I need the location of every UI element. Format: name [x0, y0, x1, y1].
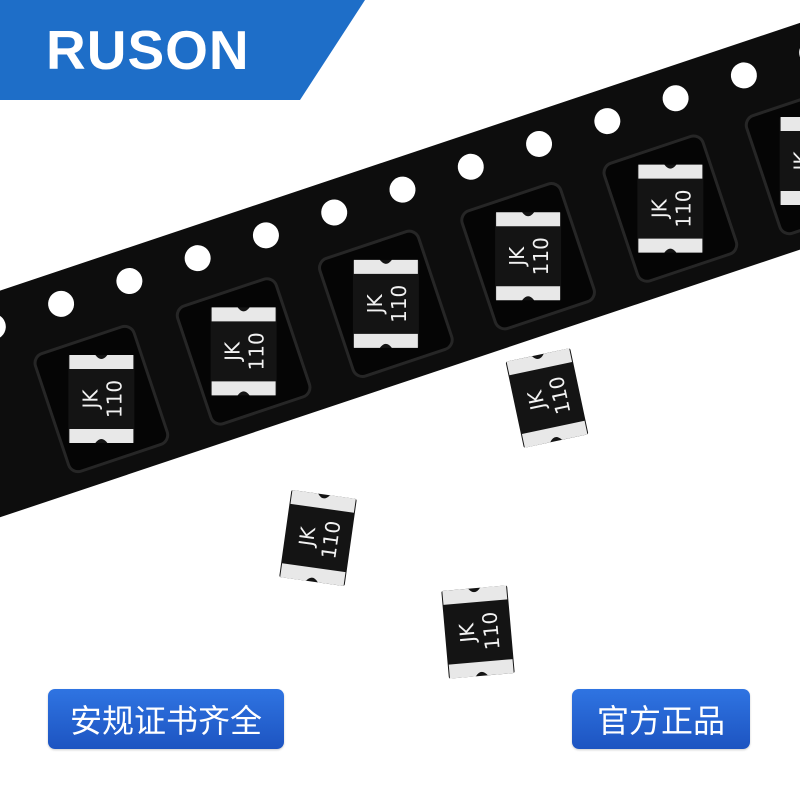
- chip-marking-rating: 110: [477, 611, 504, 651]
- terminal-top: [290, 489, 356, 513]
- chip-marking-rating: 110: [316, 519, 345, 560]
- chip-marking-code: JK: [294, 525, 321, 550]
- chip-marking-rating: 110: [529, 237, 553, 275]
- terminal-top: [780, 117, 800, 132]
- sprocket-hole: [48, 290, 75, 317]
- terminal-bottom: [69, 429, 134, 444]
- terminal-bottom: [211, 381, 276, 396]
- official-genuine-badge: 官方正品: [572, 689, 750, 749]
- sprocket-holes: [0, 39, 800, 340]
- sprocket-hole: [457, 153, 484, 180]
- tape-pockets: JK110JK110JK110JK110JK110JK110: [33, 86, 800, 474]
- chip-marking-code: JK: [505, 246, 529, 268]
- chip-marking-code: JK: [78, 389, 102, 411]
- chip-marking-rating: 110: [102, 380, 126, 418]
- carrier-tape: JK110JK110JK110JK110JK110JK110: [0, 0, 800, 532]
- terminal-top: [496, 212, 561, 227]
- sprocket-hole: [594, 108, 621, 135]
- terminal-top: [69, 355, 134, 370]
- terminal-bottom: [280, 563, 346, 587]
- safety-certificate-badge: 安规证书齐全: [48, 689, 284, 749]
- sprocket-hole: [116, 268, 143, 295]
- terminal-top: [638, 164, 703, 179]
- sprocket-hole: [730, 62, 757, 89]
- chip-marking-code: JK: [454, 622, 480, 646]
- terminal-top: [442, 585, 508, 605]
- terminal-bottom: [638, 238, 703, 253]
- terminal-bottom: [780, 191, 800, 206]
- chip-marking-code: JK: [790, 151, 800, 173]
- chip-marking-rating: 110: [245, 332, 269, 370]
- chip-marking-rating: 110: [387, 285, 411, 323]
- chip-marking-code: JK: [221, 341, 245, 363]
- terminal-bottom: [353, 333, 418, 348]
- sprocket-hole: [526, 130, 553, 157]
- tape-pocket: [744, 86, 800, 236]
- chip-marking-code: JK: [647, 198, 671, 220]
- terminal-top: [353, 259, 418, 274]
- brand-logo: RUSON: [46, 19, 250, 81]
- sprocket-hole: [252, 222, 279, 249]
- sprocket-hole: [662, 85, 689, 112]
- chip-marking-code: JK: [363, 293, 387, 315]
- terminal-bottom: [521, 420, 588, 448]
- terminal-bottom: [448, 659, 514, 679]
- terminal-top: [211, 307, 276, 322]
- sprocket-hole: [321, 199, 348, 226]
- sprocket-hole: [389, 176, 416, 203]
- sprocket-hole: [184, 245, 211, 272]
- terminal-bottom: [496, 286, 561, 301]
- terminal-top: [506, 348, 573, 376]
- chip-marking-rating: 110: [671, 190, 695, 228]
